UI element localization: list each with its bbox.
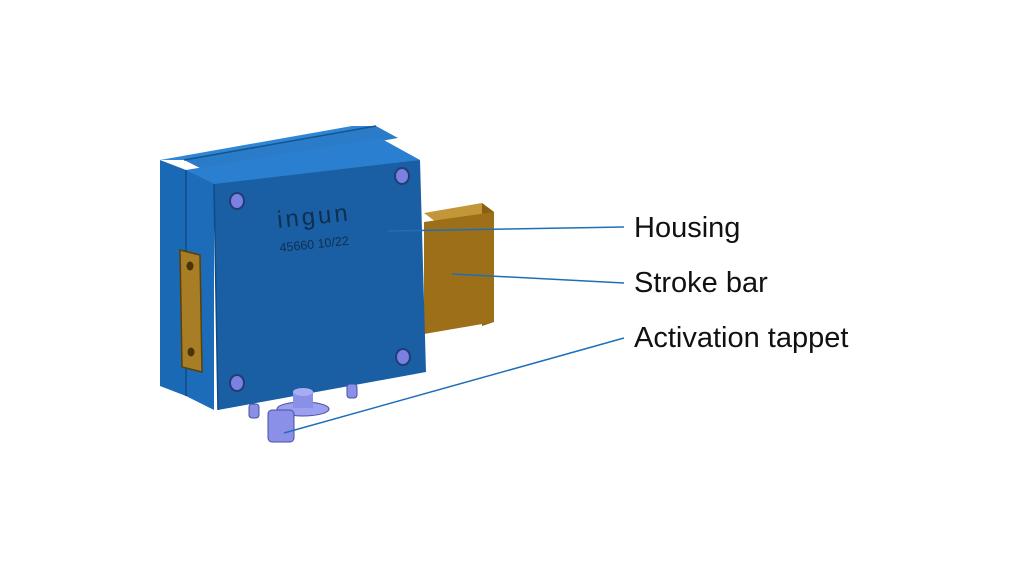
- stroke-bar-top: [424, 203, 494, 222]
- mounting-plate: [179, 249, 203, 373]
- leader-lines: [283, 226, 625, 434]
- tappet-neck: [293, 392, 313, 408]
- leader-line-housing: [387, 226, 625, 232]
- guide-pin: [248, 403, 260, 419]
- guide-pin: [346, 383, 358, 399]
- leader-line-stroke-bar: [451, 273, 625, 284]
- housing-side-left: [160, 160, 186, 396]
- screw-icon: [395, 348, 411, 366]
- housing-top-mid: [184, 126, 398, 172]
- screw-icon: [229, 374, 245, 392]
- plate-hole-icon: [186, 261, 194, 271]
- housing-top-right: [186, 138, 420, 192]
- stroke-bar: [424, 203, 494, 334]
- screw-icon: [394, 167, 410, 185]
- stroke-bar-front: [424, 212, 494, 334]
- screw-icon: [229, 192, 245, 210]
- housing-top-left: [160, 126, 376, 160]
- housing-screws: [229, 167, 411, 392]
- plate-hole-icon: [187, 347, 195, 357]
- callout-label-stroke-bar: Stroke bar: [634, 267, 768, 299]
- housing-front-face: [214, 160, 426, 410]
- callout-label-housing: Housing: [634, 212, 741, 244]
- callout-label-activation-tappet: Activation tappet: [634, 322, 849, 354]
- tappet-shaft: [267, 409, 295, 443]
- mounting-plate-body: [179, 249, 203, 373]
- leader-line-tappet: [283, 337, 625, 434]
- activation-tappet: [248, 383, 358, 443]
- tappet-top: [293, 388, 313, 396]
